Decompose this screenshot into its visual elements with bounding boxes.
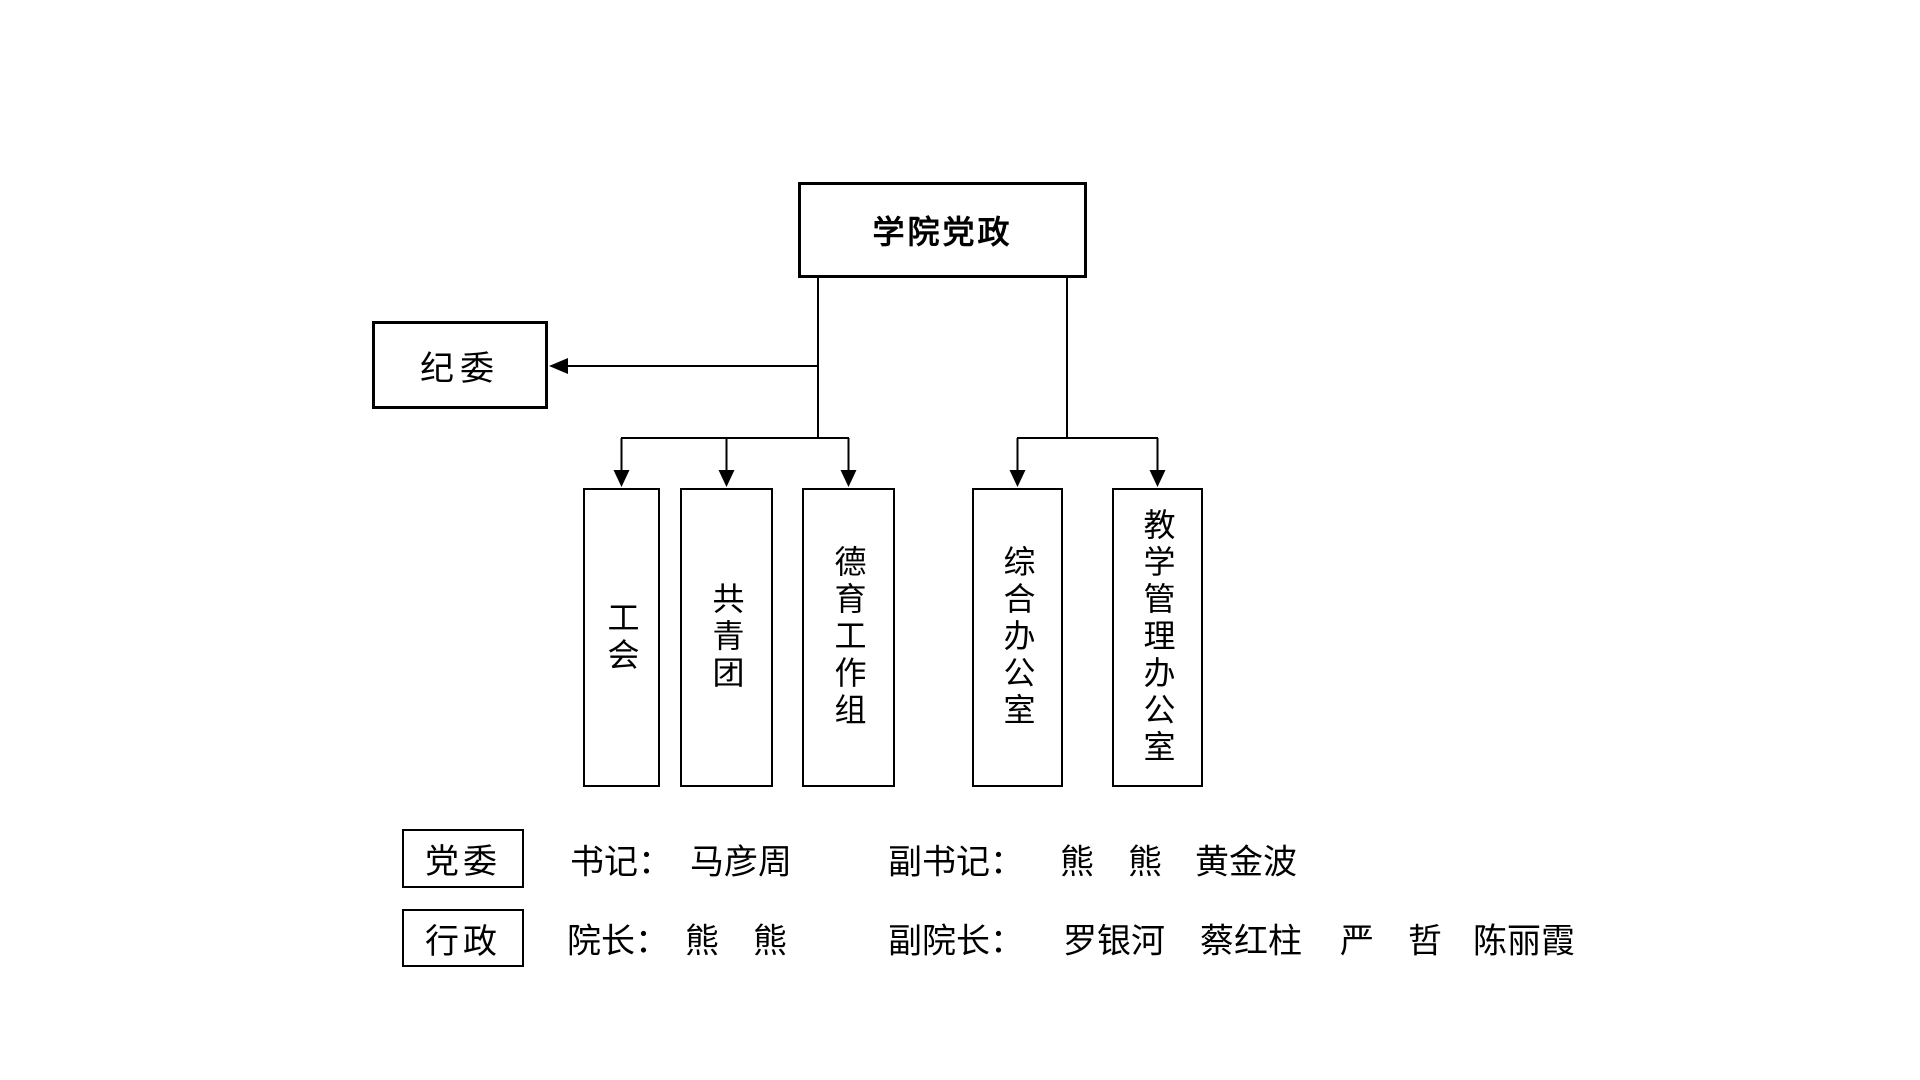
person-name: 黄金波 xyxy=(1195,843,1297,881)
arrow-down-icon xyxy=(840,470,857,487)
node-label: 德育工作组 xyxy=(830,545,867,730)
node-discipline-committee: 纪委 xyxy=(372,321,548,409)
person-name: 马彦周 xyxy=(690,843,792,881)
legend-tag-label: 党委 xyxy=(425,843,501,881)
node-label: 纪委 xyxy=(420,349,500,388)
legend-row-administration: 行政 院长： 熊 熊 副院长： 罗银河 蔡红柱 严 哲 陈丽霞 xyxy=(0,909,1920,967)
role-secretary-label: 书记： xyxy=(570,843,672,881)
legend-tag-label: 行政 xyxy=(425,922,501,961)
person-name: 罗银河 xyxy=(1063,922,1165,961)
arrow-left-icon xyxy=(549,358,568,374)
legend-tag-party-committee: 党委 xyxy=(402,829,524,888)
node-label: 共青团 xyxy=(708,582,745,693)
node-youth-league: 共青团 xyxy=(680,488,773,787)
node-label: 学院党政 xyxy=(872,214,1013,250)
person-name: 熊 熊 xyxy=(685,922,787,961)
arrow-down-icon xyxy=(718,470,735,487)
role-deputy-secretary-label: 副书记： xyxy=(888,843,1024,881)
legend-tag-administration: 行政 xyxy=(402,909,524,967)
node-label: 教学管理办公室 xyxy=(1139,508,1176,767)
role-vice-dean-label: 副院长： xyxy=(888,922,1024,961)
person-name: 陈丽霞 xyxy=(1473,922,1575,961)
node-labor-union: 工会 xyxy=(583,488,660,787)
role-dean-label: 院长： xyxy=(567,922,669,961)
person-name: 严 哲 xyxy=(1340,922,1442,961)
node-teaching-management-office: 教学管理办公室 xyxy=(1112,488,1203,787)
arrow-down-icon xyxy=(1149,470,1166,487)
arrow-down-icon xyxy=(613,470,630,487)
node-label: 工会 xyxy=(603,600,640,675)
node-college-party-government: 学院党政 xyxy=(798,182,1087,278)
person-name: 熊 熊 xyxy=(1060,843,1162,881)
arrow-down-icon xyxy=(1009,470,1026,487)
legend-row-party-committee: 党委 书记： 马彦周 副书记： 熊 熊 黄金波 xyxy=(0,829,1920,888)
node-general-office: 综合办公室 xyxy=(972,488,1063,787)
person-name: 蔡红柱 xyxy=(1200,922,1302,961)
node-moral-education-group: 德育工作组 xyxy=(802,488,895,787)
node-label: 综合办公室 xyxy=(999,545,1036,730)
